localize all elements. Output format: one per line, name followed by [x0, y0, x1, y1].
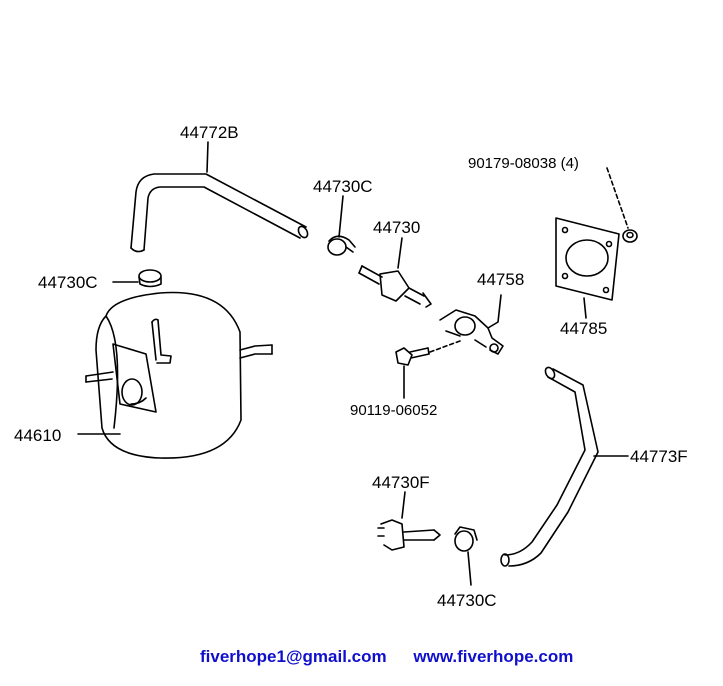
leader-44758	[487, 294, 502, 329]
label-44785: 44785	[560, 319, 607, 338]
leader-44758-dash	[429, 340, 461, 353]
label-44610: 44610	[14, 426, 61, 445]
washer-90179-drawing	[622, 229, 638, 243]
gasket-44785-drawing	[555, 217, 620, 301]
brake-booster-44610-drawing	[85, 291, 273, 459]
clamp-44730C-left-drawing	[138, 269, 162, 288]
label-44773F: 44773F	[630, 447, 688, 466]
label-44730: 44730	[373, 218, 420, 237]
leader-44730C-bottom	[467, 551, 472, 586]
label-44730C-left: 44730C	[38, 273, 98, 292]
check-valve-44730F-drawing	[377, 519, 441, 551]
label-44730F: 44730F	[372, 473, 430, 492]
leader-44730F	[401, 491, 406, 519]
leader-44785	[583, 297, 587, 319]
hose-44772B-drawing	[130, 173, 309, 253]
clamp-44730C-bottom-drawing	[454, 526, 478, 552]
leader-44730	[397, 237, 403, 269]
label-44730C-bottom: 44730C	[437, 591, 497, 610]
union-44758-drawing	[439, 309, 504, 355]
check-valve-44730-drawing	[358, 265, 432, 308]
leader-44772B	[206, 141, 209, 173]
leader-44730C-top	[338, 195, 344, 238]
footer-website[interactable]: www.fiverhope.com	[413, 647, 574, 666]
clamp-44730C-top-drawing	[327, 235, 356, 256]
label-44730C-top: 44730C	[313, 177, 373, 196]
bolt-90119-drawing	[395, 347, 430, 366]
label-90119-06052: 90119-06052	[350, 402, 437, 419]
leader-90179	[606, 167, 629, 229]
hose-44773F-drawing	[500, 366, 599, 567]
label-44758: 44758	[477, 270, 524, 289]
footer-email[interactable]: fiverhope1@gmail.com	[200, 647, 387, 666]
label-44772B: 44772B	[180, 123, 239, 142]
footer-contact: fiverhope1@gmail.com www.fiverhope.com	[200, 647, 670, 673]
label-90179-08038: 90179-08038 (4)	[468, 155, 579, 172]
